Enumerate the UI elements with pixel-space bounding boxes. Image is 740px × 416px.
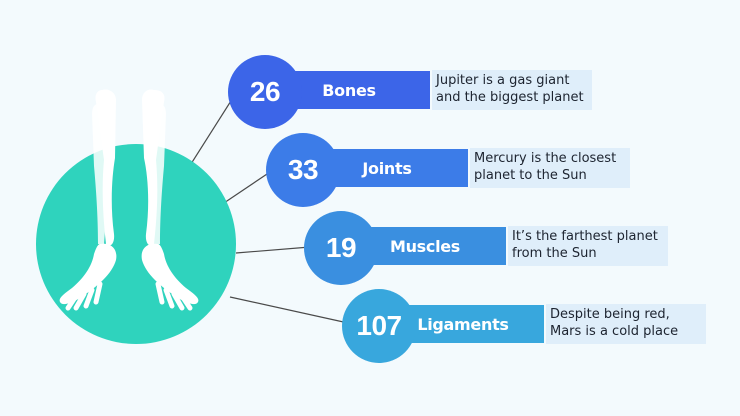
joints-description-line-1: Mercury is the closest	[474, 151, 617, 166]
muscles-label: Muscles	[389, 236, 461, 256]
bones-description-line-1: Jupiter is a gas giant	[436, 73, 570, 88]
joints-label: Joints	[362, 158, 412, 178]
bones-description: Jupiter is a gas giant and the biggest p…	[432, 70, 592, 110]
hero-circle	[36, 144, 236, 344]
connector-joints	[217, 169, 274, 208]
bones-number-badge: 26	[228, 55, 302, 129]
ligaments-number: 107	[356, 310, 402, 341]
legs-bones-icon	[59, 89, 199, 311]
joints-number-badge: 33	[266, 133, 340, 207]
ligaments-description-line-1: Despite being red,	[550, 307, 670, 322]
joints-description-line-2: planet to the Sun	[474, 168, 587, 183]
muscles-number-badge: 19	[304, 211, 378, 285]
muscles-description-line-1: It’s the farthest planet	[512, 229, 658, 244]
joints-number: 33	[287, 154, 319, 185]
ligaments-description-line-2: Mars is a cold place	[550, 324, 679, 339]
bones-number: 26	[249, 76, 281, 107]
ligaments-description: Despite being red, Mars is a cold place	[546, 304, 706, 344]
muscles-description: It’s the farthest planet from the Sun	[508, 226, 668, 266]
bones-description-line-2: and the biggest planet	[436, 90, 584, 105]
joints-description: Mercury is the closest planet to the Sun	[470, 148, 630, 188]
muscles-description-line-2: from the Sun	[512, 246, 597, 261]
ligaments-number-badge: 107	[342, 289, 416, 363]
muscles-number: 19	[325, 232, 357, 263]
ligaments-label: Ligaments	[417, 314, 509, 334]
connector-ligaments	[229, 296, 349, 324]
connector-muscles	[235, 246, 311, 254]
bones-label: Bones	[322, 80, 376, 100]
